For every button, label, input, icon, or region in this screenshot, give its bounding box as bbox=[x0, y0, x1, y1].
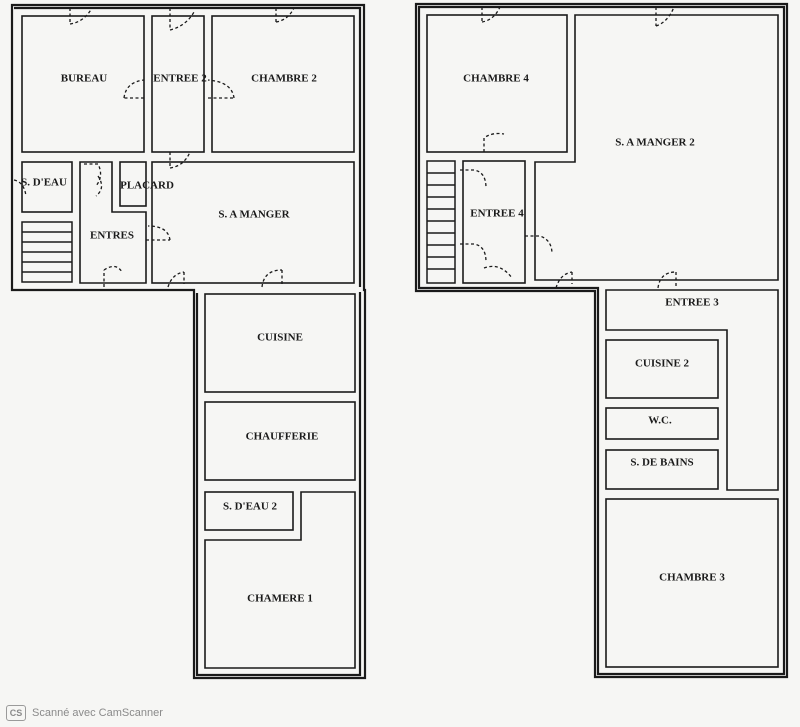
scanner-watermark: CS Scanné avec CamScanner bbox=[6, 705, 163, 721]
right-outer-wall-inner-line bbox=[417, 5, 786, 676]
room-entree-2 bbox=[151, 15, 205, 153]
label-chambre-2: CHAMBRE 2 bbox=[251, 73, 317, 85]
camscanner-logo: CS bbox=[6, 705, 26, 721]
room-bureau bbox=[21, 15, 145, 153]
room-wc bbox=[605, 407, 719, 440]
left-doors bbox=[13, 7, 295, 288]
room-entres bbox=[79, 161, 147, 284]
left-floor-plan: BUREAU ENTREE 2 CHAMBRE 2 S. D'EAU PLACA… bbox=[10, 3, 367, 680]
right-stairs bbox=[426, 160, 456, 284]
label-entres: ENTRES bbox=[90, 230, 134, 242]
label-s-a-manger-2: S. A MANGER 2 bbox=[615, 137, 695, 149]
label-entree-3: ENTREE 3 bbox=[665, 297, 719, 309]
right-doors bbox=[460, 6, 677, 289]
label-placard: PLACARD bbox=[120, 180, 174, 192]
room-entree-4 bbox=[462, 160, 526, 284]
label-s-deau-2: S. D'EAU 2 bbox=[223, 501, 278, 513]
label-cuisine-2: CUISINE 2 bbox=[635, 358, 690, 370]
room-chambre-2 bbox=[211, 15, 355, 153]
room-cuisine-2 bbox=[605, 339, 719, 399]
room-s-deau-2 bbox=[204, 491, 294, 531]
left-outer-wall bbox=[10, 3, 367, 680]
label-entree-2: ENTREE 2 bbox=[153, 73, 207, 85]
room-placard bbox=[119, 161, 147, 207]
room-entree-3 bbox=[605, 289, 779, 491]
label-s-de-bains: S. DE BAINS bbox=[630, 457, 693, 469]
label-chamere-1: CHAMERE 1 bbox=[247, 593, 313, 605]
room-cuisine bbox=[204, 293, 356, 393]
label-chaufferie: CHAUFFERIE bbox=[246, 431, 319, 443]
room-chambre-3 bbox=[605, 498, 779, 668]
right-floor-plan: CHAMBRE 4 S. A MANGER 2 ENTREE 4 ENTREE … bbox=[414, 2, 789, 679]
left-stairs bbox=[21, 221, 73, 283]
label-chambre-4: CHAMBRE 4 bbox=[463, 73, 529, 85]
label-chambre-3: CHAMBRE 3 bbox=[659, 572, 725, 584]
room-s-deau bbox=[21, 161, 73, 213]
room-s-a-manger-2 bbox=[534, 14, 779, 281]
label-s-a-manger: S. A MANGER bbox=[218, 209, 290, 221]
room-s-de-bains bbox=[605, 449, 719, 490]
left-outer-wall-inner-line bbox=[14, 6, 362, 677]
label-wc: W.C. bbox=[648, 415, 672, 427]
room-chamere-1 bbox=[204, 491, 356, 669]
room-s-a-manger bbox=[151, 161, 355, 284]
label-s-deau: S. D'EAU bbox=[21, 177, 67, 189]
scanner-watermark-text: Scanné avec CamScanner bbox=[32, 707, 163, 719]
label-cuisine: CUISINE bbox=[257, 332, 303, 344]
right-outer-wall bbox=[414, 2, 789, 679]
room-chambre-4 bbox=[426, 14, 568, 153]
room-chaufferie bbox=[204, 401, 356, 481]
label-bureau: BUREAU bbox=[61, 73, 108, 85]
label-entree-4: ENTREE 4 bbox=[470, 208, 524, 220]
